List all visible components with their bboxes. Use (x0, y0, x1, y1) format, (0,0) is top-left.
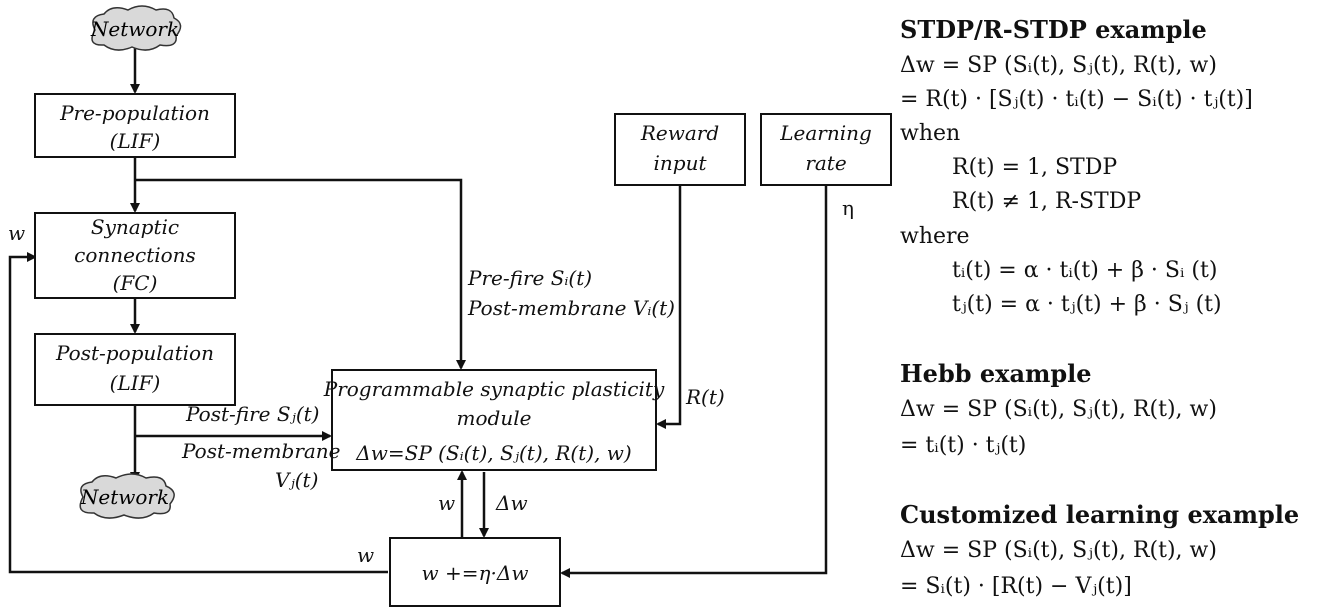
weight-update-formula: w +=η·Δw (422, 561, 529, 585)
synaptic-type: (FC) (113, 271, 158, 295)
arrow-eta-to-update (560, 185, 828, 578)
weight-update-box (389, 537, 561, 607)
v-j-label: Vⱼ(t) (275, 468, 318, 492)
network-cloud-top: Network (90, 5, 182, 51)
learning-rate-title-2: rate (805, 151, 846, 175)
pre-population-box (34, 93, 236, 158)
equations-panel: STDP/R-STDP example Δw = SP (Sᵢ(t), Sⱼ(t… (900, 15, 1299, 599)
w-feedback-label: w (8, 221, 25, 245)
reward-title-1: Reward (640, 121, 719, 145)
stdp-line-2: = R(t) · [Sⱼ(t) · tᵢ(t) − Sᵢ(t) · tⱼ(t)] (900, 87, 1253, 112)
w-up-label: w (438, 491, 455, 515)
synaptic-title-2: connections (74, 243, 196, 267)
dw-down-label: Δw (495, 491, 528, 515)
plasticity-title-2: module (457, 406, 532, 430)
reward-input-box (614, 113, 746, 186)
post-membrane-j-label: Post-membrane (181, 439, 341, 463)
post-fire-label: Post-fire Sⱼ(t) (185, 402, 319, 426)
eta-label: η (842, 196, 854, 220)
synaptic-title-1: Synaptic (91, 215, 179, 239)
cloud-label: Network (80, 485, 169, 509)
stdp-line-6: where (900, 224, 970, 249)
hebb-heading: Hebb example (900, 359, 1092, 388)
plasticity-title-1: Programmable synaptic plasticity (323, 377, 665, 401)
custom-line-2: = Sᵢ(t) · [R(t) − Vⱼ(t)] (900, 574, 1132, 599)
learning-rate-box (760, 113, 892, 186)
hebb-line-2: = tᵢ(t) · tⱼ(t) (900, 433, 1026, 458)
pre-population-type: (LIF) (110, 129, 161, 153)
post-population-title: Post-population (55, 341, 214, 365)
post-membrane-i-label: Post-membrane Vᵢ(t) (467, 296, 675, 320)
stdp-line-4: R(t) = 1, STDP (952, 155, 1117, 180)
hebb-line-1: Δw = SP (Sᵢ(t), Sⱼ(t), R(t), w) (900, 397, 1217, 422)
pre-population-title: Pre-population (59, 101, 210, 125)
cloud-shape (91, 5, 182, 51)
learning-rate-title-1: Learning (779, 121, 872, 145)
custom-line-1: Δw = SP (Sᵢ(t), Sⱼ(t), R(t), w) (900, 538, 1217, 563)
stdp-heading: STDP/R-STDP example (900, 15, 1207, 44)
arrow-reward-to-plasticity (656, 185, 682, 429)
reward-title-2: input (654, 151, 708, 175)
stdp-line-7: tᵢ(t) = α · tᵢ(t) + β · Sᵢ (t) (952, 258, 1217, 283)
connector-lines (8, 46, 828, 578)
plasticity-module-box (331, 369, 657, 471)
arrow-pre-fire-to-plasticity (135, 178, 466, 370)
post-population-box (34, 333, 236, 406)
stdp-line-5: R(t) ≠ 1, R-STDP (952, 189, 1141, 214)
synaptic-connections-box (34, 212, 236, 299)
pre-fire-label: Pre-fire Sᵢ(t) (467, 266, 592, 290)
stdp-line-3: when (900, 121, 960, 146)
stdp-line-1: Δw = SP (Sᵢ(t), Sⱼ(t), R(t), w) (900, 53, 1217, 78)
reward-signal-label: R(t) (685, 385, 725, 409)
network-cloud-bottom: Network (79, 473, 175, 519)
arrow-w-feedback-to-synaptic (8, 252, 388, 574)
stdp-line-8: tⱼ(t) = α · tⱼ(t) + β · Sⱼ (t) (952, 292, 1222, 317)
plasticity-formula: Δw=SP (Sᵢ(t), Sⱼ(t), R(t), w) (355, 441, 631, 465)
custom-heading: Customized learning example (900, 500, 1299, 529)
cloud-label: Network (90, 17, 179, 41)
cloud-shape (79, 473, 175, 519)
post-population-type: (LIF) (110, 371, 161, 395)
w-bottom-label: w (357, 543, 374, 567)
